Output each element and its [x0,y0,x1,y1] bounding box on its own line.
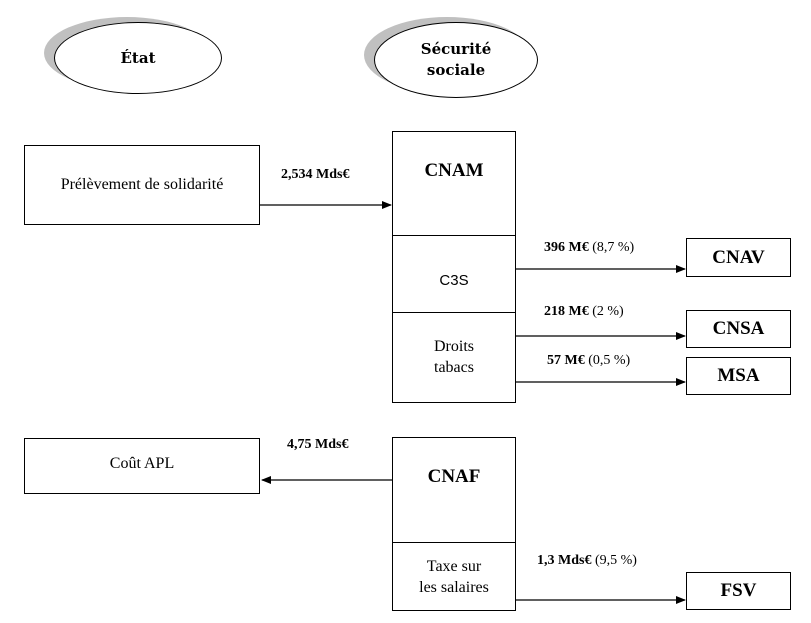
cnsa-box: CNSA [686,310,791,348]
cnaf-divider [392,542,516,543]
msa-amount: 57 M€ [547,353,585,368]
msa-flow-label: 57 M€ (0,5 %) [547,353,630,369]
cnaf-label: CNAF [427,466,481,487]
securite-label-line2: sociale [426,61,486,79]
prelevement-amount: 2,534 Mds€ [281,167,350,182]
apl-amount: 4,75 Mds€ [287,437,349,452]
prelevement-label: Prélèvement de solidarité [60,176,224,193]
fsv-amount: 1,3 Mds€ [537,553,592,568]
taxe-line1: Taxe sur [426,558,482,575]
taxe-line2: les salaires [419,579,489,596]
msa-label: MSA [717,365,760,386]
etat-ellipse: État [54,22,222,94]
cnav-share: (8,7 %) [592,240,635,255]
cnsa-amount: 218 M€ [544,304,589,319]
cnaf-box [392,437,516,611]
fsv-share: (9,5 %) [594,553,637,568]
securite-label-line1: Sécurité [420,40,492,58]
cout-apl-box: Coût APL [24,438,260,494]
cnsa-share: (2 %) [592,304,624,319]
cnav-flow-label: 396 M€ (8,7 %) [544,240,634,256]
c3s-label: C3S [439,271,469,289]
prelevement-box: Prélèvement de solidarité [24,145,260,225]
cnam-divider-2 [392,312,516,313]
cnav-amount: 396 M€ [544,240,589,255]
cnam-label: CNAM [424,160,484,181]
msa-box: MSA [686,357,791,395]
fsv-box: FSV [686,572,791,610]
fsv-flow-label: 1,3 Mds€ (9,5 %) [537,553,637,569]
droits-tabacs-label: Droits tabacs [392,336,516,378]
cnam-box [392,131,516,403]
apl-flow-label: 4,75 Mds€ [287,437,348,453]
prelevement-amount-label: 2,534 Mds€ [281,167,349,183]
cnam-divider-1 [392,235,516,236]
etat-label: État [120,48,156,67]
cnsa-label: CNSA [712,318,765,339]
fsv-label: FSV [720,580,757,601]
cout-apl-label: Coût APL [109,455,175,472]
droits-line2: tabacs [434,359,474,376]
cnav-box: CNAV [686,238,791,277]
securite-ellipse: Sécurité sociale [374,22,538,98]
msa-share: (0,5 %) [588,353,631,368]
taxe-salaires-label: Taxe sur les salaires [392,556,516,598]
cnsa-flow-label: 218 M€ (2 %) [544,304,624,320]
cnav-label: CNAV [712,246,765,268]
droits-line1: Droits [434,338,474,355]
